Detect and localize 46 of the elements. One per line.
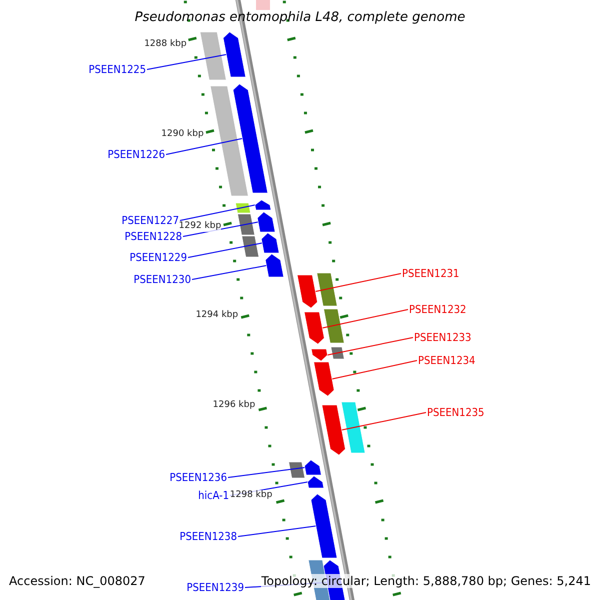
gene-label: PSEEN1228	[124, 230, 182, 243]
leader-line	[326, 337, 414, 356]
scale-label: 1296 kbp	[212, 400, 256, 411]
gene-feature	[297, 274, 318, 308]
gene-label: PSEEN1231	[402, 267, 460, 280]
gene-label: PSEEN1238	[180, 530, 237, 543]
scale-label: 1294 kbp	[196, 310, 238, 321]
genome-info-text: Topology: circular; Length: 5,888,780 bp; Genes: 5,241	[261, 574, 591, 588]
accession-text: Accession: NC_008027	[9, 574, 146, 588]
gene-label: PSEEN1227	[122, 214, 179, 227]
gene-feature	[265, 254, 284, 278]
leader-line	[332, 360, 418, 380]
leader-line	[238, 526, 316, 537]
gene-label: PSEEN1233	[414, 331, 472, 344]
gene-label: PSEEN1225	[88, 63, 146, 76]
scale-label: 1290 kbp	[161, 129, 204, 140]
leader-line	[341, 412, 426, 430]
leader-line	[188, 242, 263, 258]
leader-line	[314, 273, 402, 292]
gene-label: PSEEN1239	[186, 581, 244, 594]
gene-label: PSEEN1226	[108, 148, 165, 161]
leader-line	[192, 265, 267, 280]
scale-label: 1288 kbp	[144, 39, 187, 50]
gene-feature	[310, 494, 338, 558]
scale-label: 1292 kbp	[178, 221, 222, 232]
leader-line	[166, 138, 243, 155]
gene-feature	[261, 232, 280, 254]
leader-line	[228, 467, 306, 478]
gene-label: hicA-1	[198, 489, 229, 502]
gene-label: PSEEN1235	[427, 406, 484, 419]
gene-feature	[304, 312, 324, 344]
gene-feature	[304, 460, 322, 476]
gene-label: PSEEN1229	[130, 251, 187, 264]
gene-label: PSEEN1236	[170, 471, 227, 484]
gene-feature	[222, 32, 246, 78]
leader-line	[146, 54, 227, 70]
scale-label: 1298 kbp	[230, 490, 272, 501]
gene-feature	[307, 476, 324, 488]
gene-feature	[322, 404, 346, 456]
leader-line	[180, 204, 256, 221]
leader-line	[322, 309, 408, 328]
diagram-title: Pseudomonas entomophila L48, complete genome	[134, 10, 466, 25]
gene-label: PSEEN1232	[409, 303, 466, 316]
gene-label: PSEEN1230	[134, 273, 191, 286]
gene-label: PSEEN1234	[418, 354, 476, 367]
gene-feature	[232, 84, 268, 194]
